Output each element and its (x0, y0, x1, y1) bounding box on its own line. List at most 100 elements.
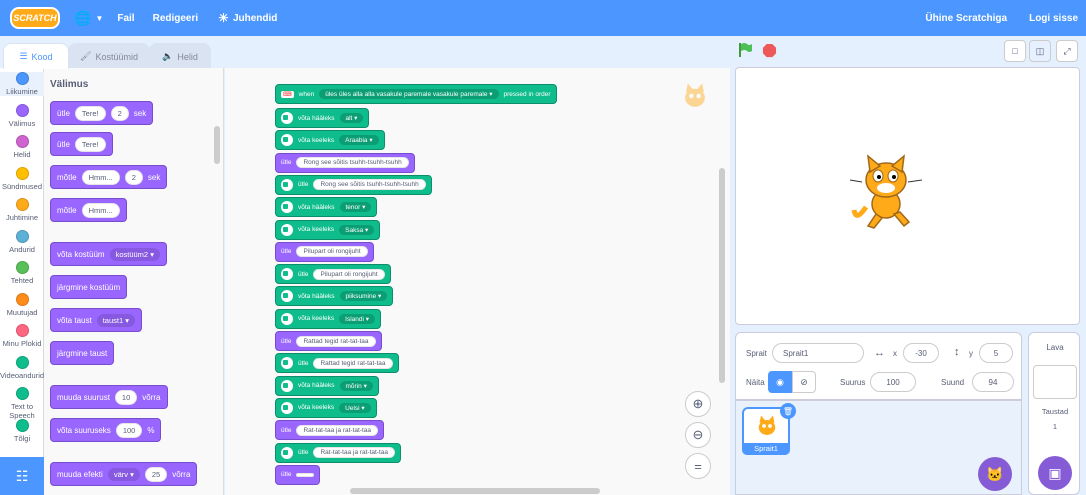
stage-canvas[interactable] (735, 67, 1080, 325)
category-välimus[interactable]: Välimus (0, 103, 44, 128)
block-next-costume[interactable]: järgmine kostüüm (50, 275, 128, 299)
tab-code[interactable]: ☰ Kood (3, 43, 69, 69)
scratch-logo[interactable]: SCRATCH (10, 7, 60, 29)
block-set-size[interactable]: võta suuruseks 100 % (50, 418, 162, 442)
sprite-name-input[interactable]: Sprait1 (772, 343, 864, 363)
zoom-in-button[interactable]: ⊕ (685, 391, 711, 417)
add-sprite-button[interactable]: 🐱 (978, 457, 1012, 491)
effect-dropdown[interactable]: värv ▾ (107, 467, 140, 481)
backdrop-thumbnail[interactable] (1033, 365, 1077, 399)
block-input[interactable]: Hmm... (81, 202, 120, 218)
block-input[interactable]: Hmm... (81, 169, 120, 185)
edit-menu[interactable]: Redigeeri (152, 12, 199, 24)
workspace-vertical-scrollbar[interactable] (719, 168, 725, 383)
block-input[interactable]: 10 (114, 389, 138, 405)
block-input[interactable]: Tere! (74, 136, 106, 152)
category-tõlgi[interactable]: Tõlgi (0, 418, 44, 443)
block-switch-backdrop[interactable]: võta taust taust1 ▾ (50, 308, 142, 332)
add-extension-button[interactable]: ☷ (0, 457, 44, 495)
direction-input[interactable]: 94 (972, 372, 1014, 392)
block-input[interactable]: Rattad tegid rat-tat-taa (296, 335, 376, 347)
sprite-tile[interactable]: Sprait1 🗑 (742, 403, 796, 455)
keys-dropdown[interactable]: üles üles alla alla vasakule paremale va… (319, 89, 499, 99)
category-juhtimine[interactable]: Juhtimine (0, 198, 44, 222)
add-backdrop-button[interactable]: ▣ (1038, 456, 1072, 490)
size-input[interactable]: 100 (870, 372, 916, 392)
zoom-reset-button[interactable]: = (685, 453, 711, 479)
green-flag-button[interactable] (736, 41, 754, 59)
script-workspace[interactable]: ⌨ when üles üles alla alla vasakule pare… (225, 68, 730, 495)
fullscreen-button[interactable]: ⤢ (1056, 40, 1078, 62)
block-change-size[interactable]: muuda suurust 10 võrra (50, 385, 168, 409)
block-next-backdrop[interactable]: järgmine taust (50, 341, 115, 365)
script-say-block[interactable]: ütle (275, 464, 321, 485)
block-input[interactable]: Rong see sõitis tsuhh-tsuhh-tsuhh (313, 179, 426, 191)
costume-dropdown[interactable]: kostüüm2 ▾ (109, 247, 160, 261)
y-input[interactable]: 5 (979, 343, 1013, 363)
block-dropdown[interactable]: alt ▾ (339, 113, 364, 123)
block-input[interactable]: Rattad tegid rat-tat-taa (313, 357, 393, 369)
block-input[interactable]: Tere! (74, 105, 106, 121)
block-input[interactable] (296, 472, 315, 477)
tutorials-menu[interactable]: ☀ Juhendid (218, 0, 277, 36)
category-tehted[interactable]: Tehted (0, 261, 44, 285)
file-menu[interactable]: Fail (117, 12, 135, 24)
block-think-for-secs[interactable]: mõtle Hmm... 2 sek (50, 165, 168, 189)
stop-button[interactable] (760, 41, 778, 59)
block-input[interactable]: Pilupart oli rongijuht (296, 246, 368, 258)
block-dropdown[interactable]: Araabia ▾ (339, 135, 379, 146)
language-menu[interactable]: 🌐 ▼ (74, 0, 103, 36)
block-dropdown[interactable]: Islandi ▾ (339, 313, 376, 324)
block-input[interactable]: Rong see sõitis tsuhh-tsuhh-tsuhh (296, 157, 409, 169)
small-stage-button[interactable]: □ (1004, 40, 1026, 62)
category-helid[interactable]: Helid (0, 135, 44, 159)
category-liikumine[interactable]: Liikumine (0, 72, 44, 96)
category-andurid[interactable]: Andurid (0, 229, 44, 254)
palette-scrollbar[interactable] (214, 126, 220, 164)
block-input[interactable]: Pilupart oli rongijuht (313, 268, 385, 280)
join-link[interactable]: Ühine Scratchiga (925, 12, 1008, 24)
workspace-horizontal-scrollbar[interactable] (350, 488, 600, 494)
block-input[interactable]: 100 (115, 422, 143, 438)
scratch-cat-sprite[interactable] (846, 152, 926, 232)
large-stage-button[interactable]: ◫ (1029, 40, 1051, 62)
stage-selector[interactable]: Lava Taustad 1 ▣ (1028, 332, 1080, 495)
tab-costumes[interactable]: 🖌 Kostüümid (68, 43, 150, 69)
block-dropdown[interactable]: Saksa ▾ (339, 224, 375, 235)
category-muutujad[interactable]: Muutujad (0, 292, 44, 317)
category-videoandurid[interactable]: Videoandurid (0, 355, 44, 380)
block-think[interactable]: mõtle Hmm... (50, 198, 127, 222)
signin-link[interactable]: Logi sisse (1029, 12, 1078, 24)
when-keys-pressed-hat[interactable]: ⌨ when üles üles alla alla vasakule pare… (275, 84, 557, 104)
block-dropdown[interactable]: tenor ▾ (339, 202, 372, 213)
block-change-effect[interactable]: muuda efekti värv ▾ 25 võrra (50, 462, 198, 486)
block-input[interactable]: Rat-tat-taa ja rat-tat-taa (313, 447, 396, 458)
block-dropdown[interactable]: piiksumine ▾ (339, 291, 388, 302)
x-input[interactable]: -30 (903, 343, 939, 363)
show-visible-button[interactable]: ◉ (768, 371, 792, 393)
block-say[interactable]: ütle Tere! (50, 132, 113, 156)
block-input[interactable]: Rat-tat-taa ja rat-tat-taa (296, 424, 379, 436)
category-sündmused[interactable]: Sündmused (0, 166, 44, 191)
show-hidden-button[interactable]: ⊘ (792, 371, 816, 393)
tab-sounds[interactable]: 🔈 Helid (149, 43, 211, 69)
zoom-out-button[interactable]: ⊖ (685, 422, 711, 448)
delete-sprite-button[interactable]: 🗑 (780, 403, 796, 419)
category-minu-plokid[interactable]: Minu Plokid (0, 324, 44, 348)
block-input[interactable]: 2 (110, 105, 129, 121)
